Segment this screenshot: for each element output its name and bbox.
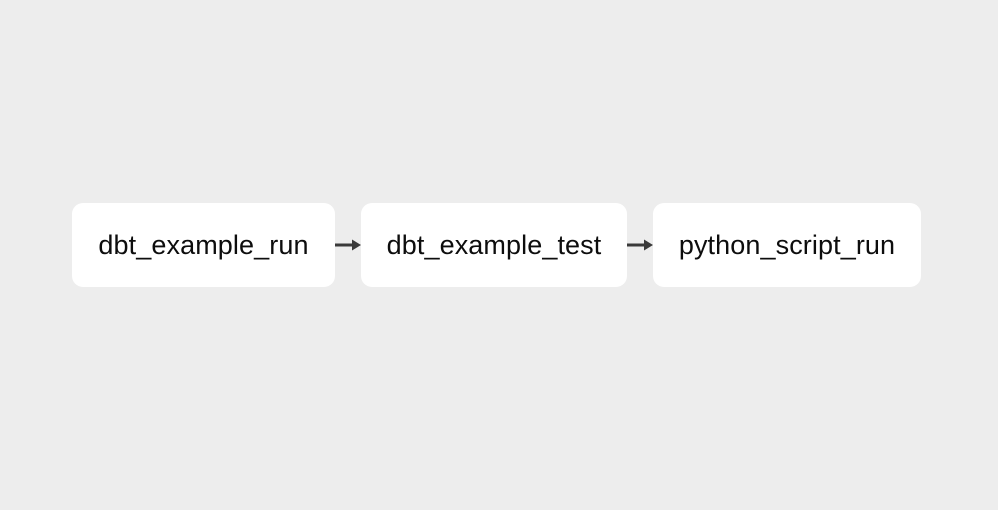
dag-edge-2: [627, 203, 653, 287]
dag-node-dbt-example-run[interactable]: dbt_example_run: [72, 203, 335, 287]
dag-node-row: dbt_example_run dbt_example_test pyt: [0, 203, 998, 287]
arrow-right-icon: [627, 238, 653, 252]
arrow-right-icon: [335, 238, 361, 252]
dag-edge-1: [335, 203, 361, 287]
dag-node-label: dbt_example_test: [386, 229, 602, 260]
dag-node-python-script-run[interactable]: python_script_run: [653, 203, 921, 287]
dag-node-dbt-example-test[interactable]: dbt_example_test: [361, 203, 627, 287]
dag-node-label: dbt_example_run: [98, 229, 309, 260]
dag-node-label: python_script_run: [678, 229, 896, 260]
